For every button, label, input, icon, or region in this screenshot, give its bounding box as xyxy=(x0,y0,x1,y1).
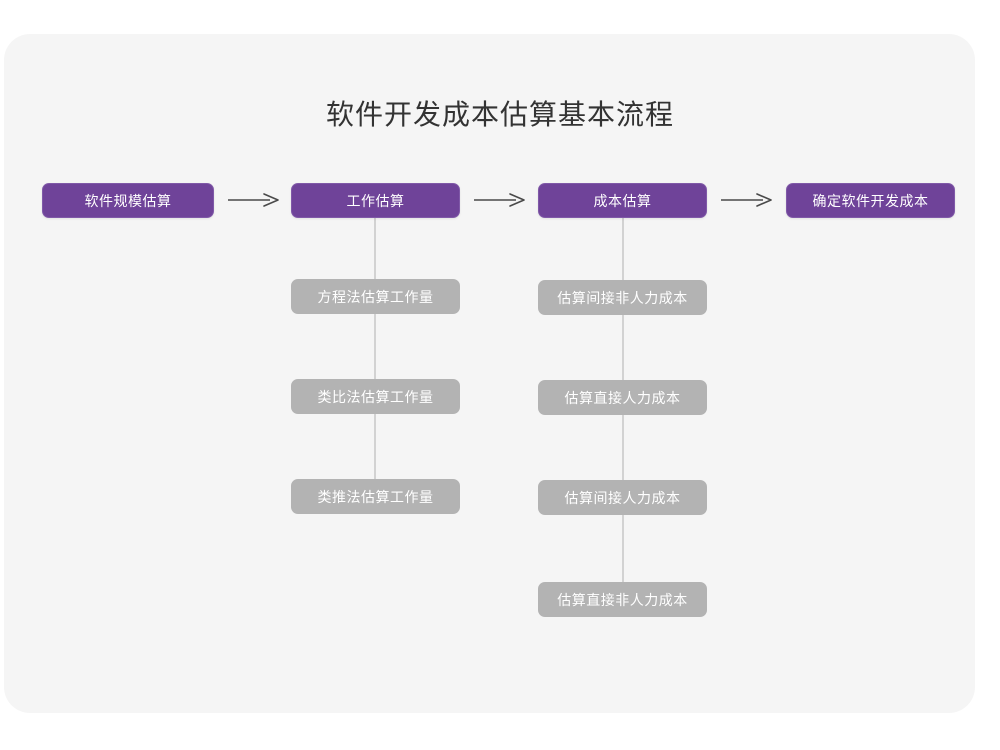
branch-node-2-4[interactable]: 估算直接非人力成本 xyxy=(538,582,707,617)
arrow-right-icon-1 xyxy=(226,188,280,212)
flow-node-n2[interactable]: 工作估算 xyxy=(291,183,460,218)
arrow-right-icon-3 xyxy=(719,188,773,212)
branch-node-1-3[interactable]: 类推法估算工作量 xyxy=(291,479,460,514)
branch-node-1-1[interactable]: 方程法估算工作量 xyxy=(291,279,460,314)
branch-node-2-2[interactable]: 估算直接人力成本 xyxy=(538,380,707,415)
branch-node-2-3[interactable]: 估算间接人力成本 xyxy=(538,480,707,515)
branch-node-2-1[interactable]: 估算间接非人力成本 xyxy=(538,280,707,315)
page-title: 软件开发成本估算基本流程 xyxy=(325,99,674,130)
connector-line-1 xyxy=(374,218,376,497)
flow-node-n3[interactable]: 成本估算 xyxy=(538,183,707,218)
branch-node-1-2[interactable]: 类比法估算工作量 xyxy=(291,379,460,414)
arrow-right-icon-2 xyxy=(472,188,526,212)
diagram-panel xyxy=(4,34,975,713)
flow-node-n1[interactable]: 软件规模估算 xyxy=(42,183,214,218)
flow-node-n4[interactable]: 确定软件开发成本 xyxy=(786,183,955,218)
